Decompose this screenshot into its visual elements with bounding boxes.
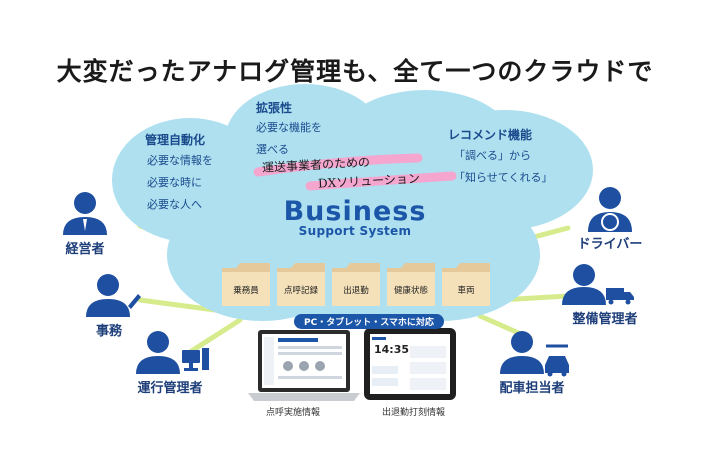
role-driver: ドライバー xyxy=(577,237,643,252)
headline: 大変だったアナログ管理も、全て一つのクラウドで xyxy=(56,57,654,86)
person-office-icon xyxy=(86,274,141,317)
person-driver-icon xyxy=(588,187,632,232)
feature-extensibility-title: 拡張性 xyxy=(256,101,293,115)
brand-logo: Business Support System xyxy=(0,196,710,238)
folder-label: 点呼記録 xyxy=(283,286,318,296)
person-operations-manager-icon xyxy=(136,331,209,374)
person-maintenance-icon xyxy=(562,264,634,305)
tablet-time: 14:35 xyxy=(374,343,410,356)
tagline-highlight xyxy=(253,153,457,191)
folder-label: 乗務員 xyxy=(233,286,259,296)
tablet-caption: 出退勤打刻情報 xyxy=(382,408,446,418)
feature-management-title: 管理自動化 xyxy=(145,133,206,147)
folder-icon xyxy=(277,263,325,306)
brand-line-1: Business xyxy=(283,196,427,227)
feature-recommend: レコメンド機能 「調べる」から 「知らせてくれる」 xyxy=(448,126,552,189)
role-dispatcher: 配車担当者 xyxy=(499,381,565,396)
role-maintenance-manager: 整備管理者 xyxy=(572,312,638,327)
feature-management-line: 必要な情報を xyxy=(147,154,213,167)
role-operations-manager: 運行管理者 xyxy=(137,381,203,396)
feature-management-line: 必要な時に xyxy=(147,176,202,189)
feature-recommend-title: レコメンド機能 xyxy=(448,128,533,142)
tablet-icon xyxy=(364,328,456,400)
folder-icon xyxy=(332,263,380,306)
feature-recommend-line: 「知らせてくれる」 xyxy=(454,171,553,184)
laptop-icon xyxy=(248,330,360,401)
devices-banner: PC・タブレット・スマホに対応 xyxy=(294,314,444,329)
role-executive: 経営者 xyxy=(65,242,105,257)
person-dispatcher-icon xyxy=(500,331,569,377)
folder-label: 健康状態 xyxy=(393,286,428,296)
feature-extensibility-line: 選べる xyxy=(256,143,289,156)
person-executive-icon xyxy=(63,192,107,235)
folder-icon xyxy=(442,263,490,306)
connector-unkou xyxy=(187,317,243,355)
feature-extensibility-line: 必要な機能を xyxy=(256,121,322,134)
folders xyxy=(222,263,490,306)
folder-label: 出退勤 xyxy=(343,286,369,296)
feature-extensibility: 拡張性 必要な機能を 選べる xyxy=(256,99,322,161)
brand-line-2: Support System xyxy=(298,224,412,238)
folder-label: 車両 xyxy=(457,286,475,296)
feature-management-line: 必要な人へ xyxy=(147,198,202,211)
laptop-caption: 点呼実施情報 xyxy=(266,408,321,418)
folder-icon xyxy=(222,263,270,306)
feature-management: 管理自動化 必要な情報を 必要な時に 必要な人へ xyxy=(145,131,213,216)
connector-jimu xyxy=(137,297,218,313)
folder-icon xyxy=(387,263,435,306)
feature-recommend-line: 「調べる」から xyxy=(454,149,531,162)
role-office: 事務 xyxy=(95,324,122,339)
